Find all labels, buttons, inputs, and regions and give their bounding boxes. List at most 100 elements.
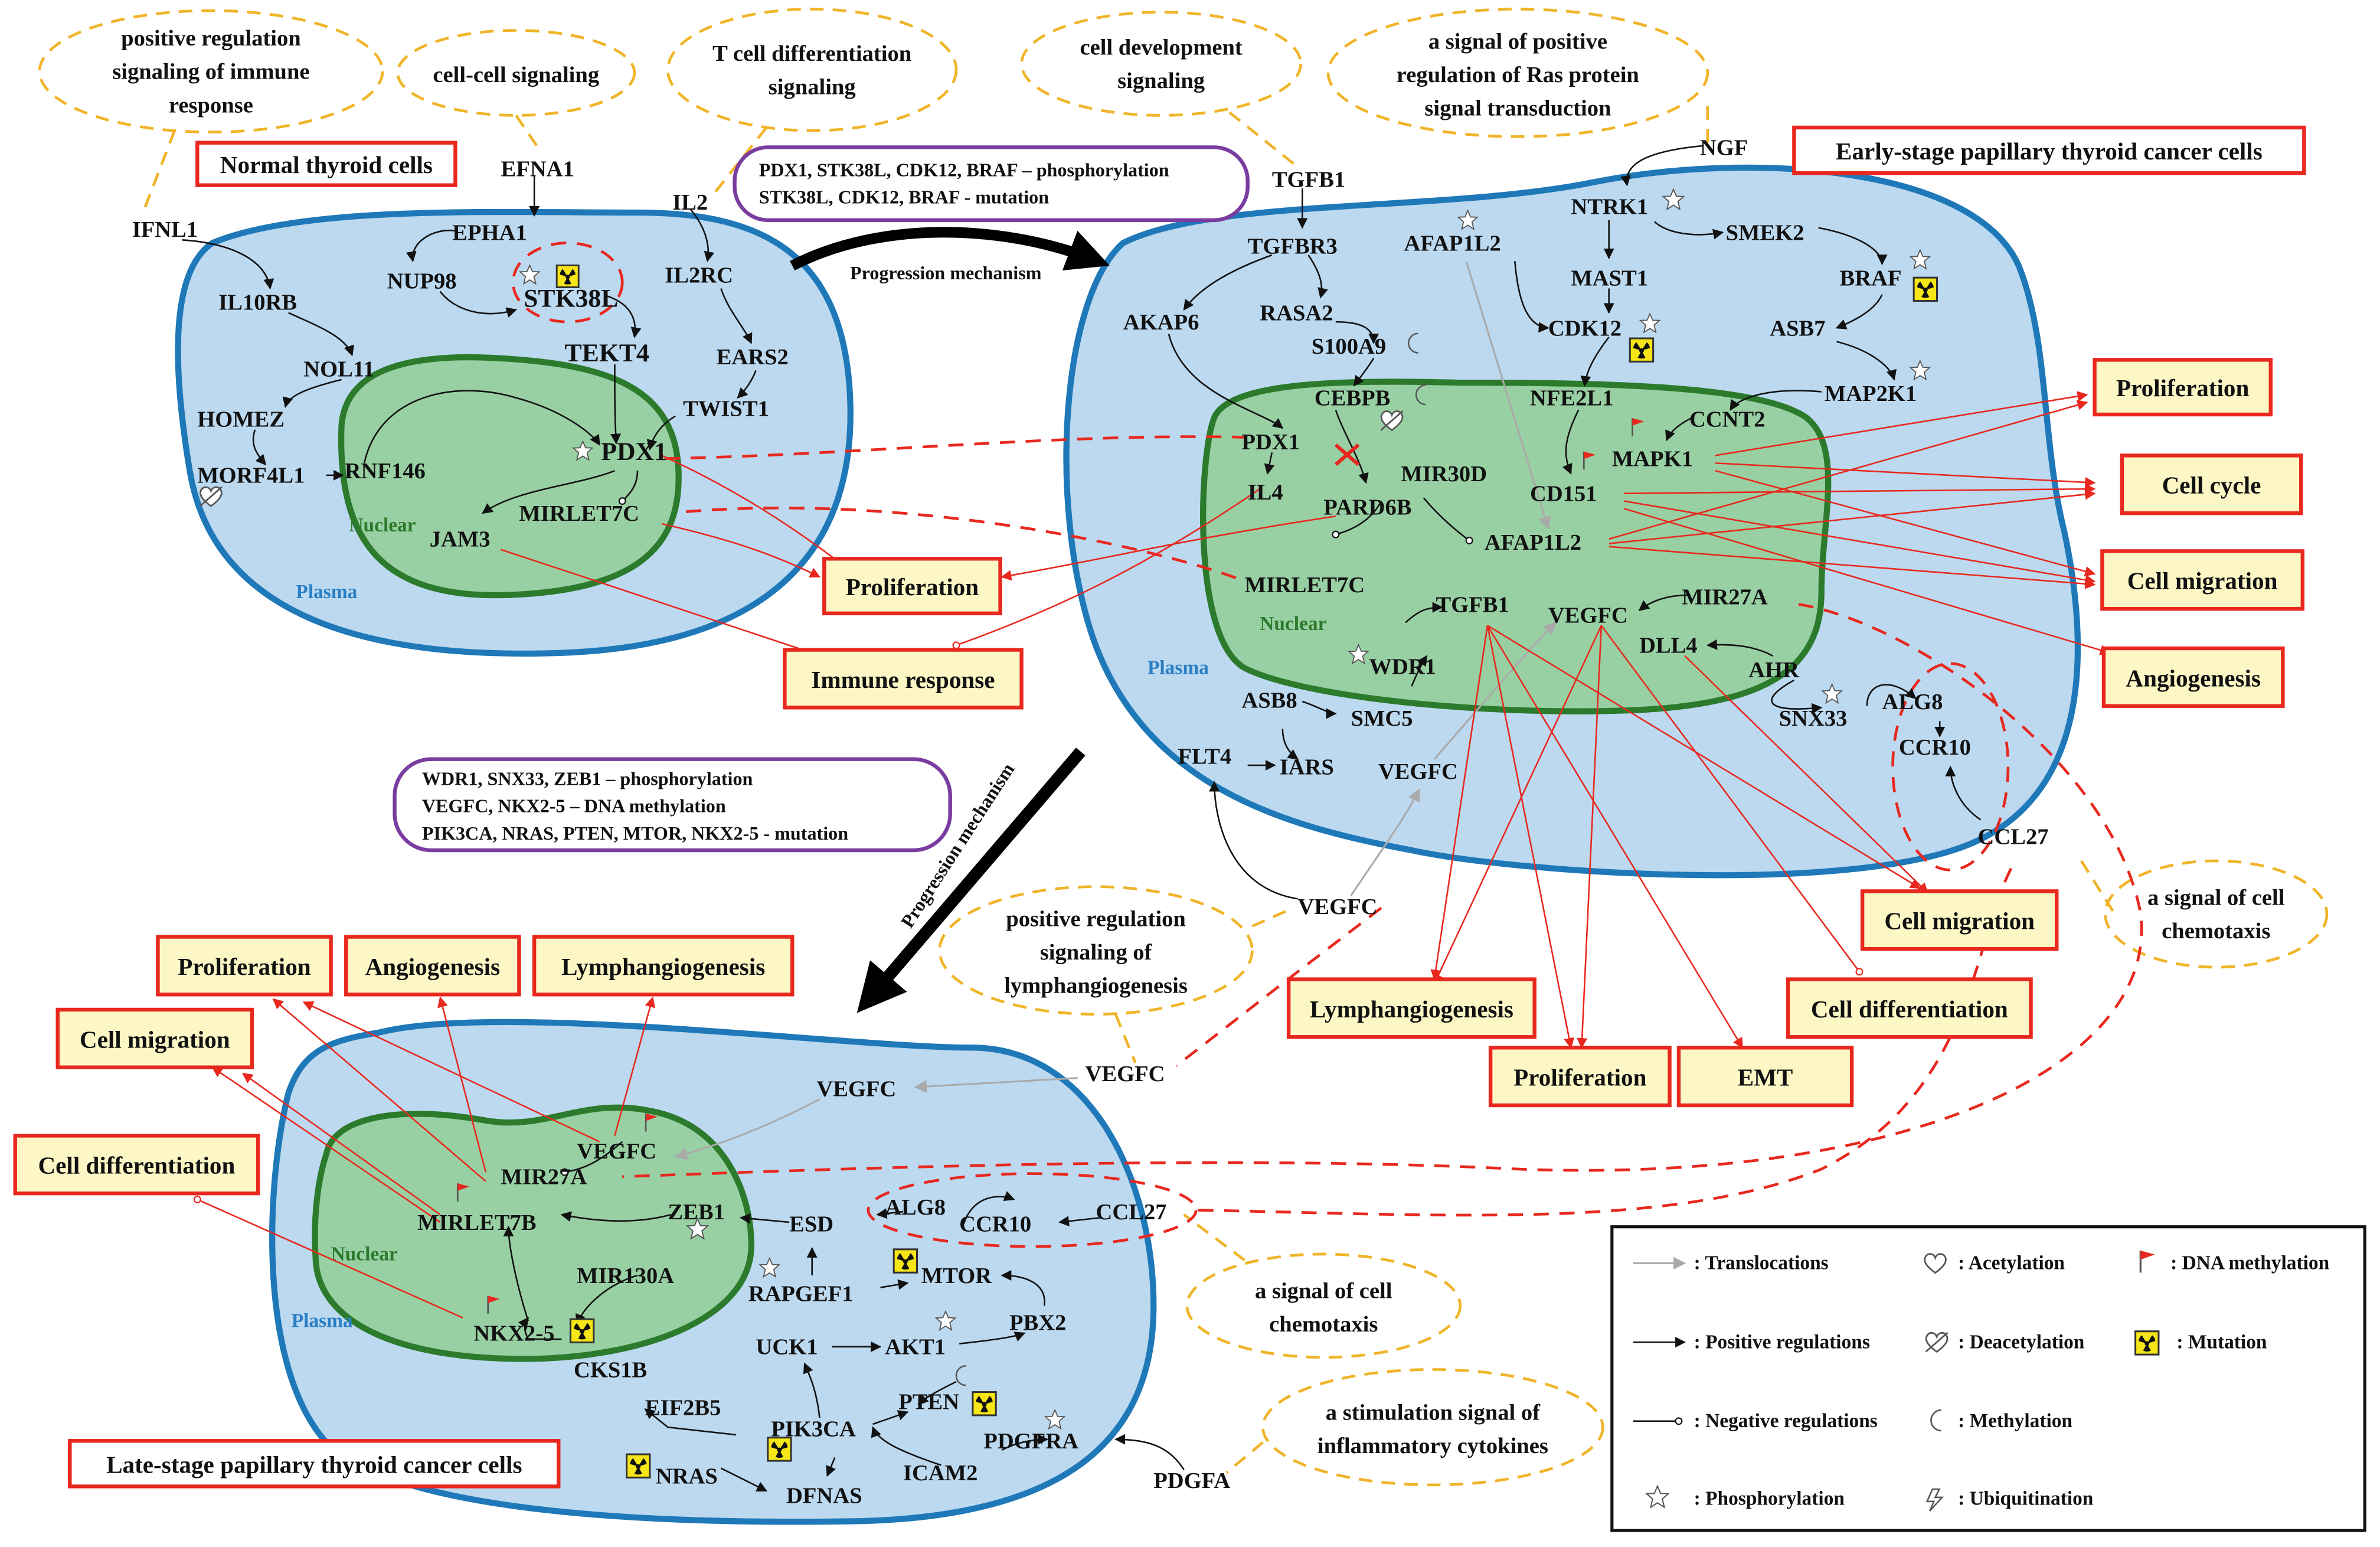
signal-immune-response: positive regulation signaling of immune … [38, 9, 384, 134]
gene-RAPGEF1: RAPGEF1 [748, 1282, 854, 1307]
mutation-icon [892, 1248, 918, 1274]
svg-text:positive regulation: positive regulation [1006, 907, 1186, 932]
nuclear-label-late: Nuclear [331, 1243, 398, 1265]
gene-AFAP1L2-plasma: AFAP1L2 [1404, 231, 1501, 256]
gene-DFNAS: DFNAS [786, 1484, 862, 1509]
svg-text:Cell differentiation: Cell differentiation [1811, 996, 2008, 1023]
gene-CCNT2: CCNT2 [1689, 407, 1766, 432]
svg-text:a signal of positive: a signal of positive [1428, 29, 1607, 54]
mir27a-link [622, 603, 2143, 1179]
gene-SMC5: SMC5 [1351, 706, 1413, 731]
svg-text:Lymphangiogenesis: Lymphangiogenesis [561, 953, 765, 980]
svg-text:Late-stage papillary thyroid c: Late-stage papillary thyroid cancer cell… [106, 1451, 522, 1478]
nucleus-late [312, 1104, 754, 1362]
signal-cell-cell: cell-cell signaling [396, 29, 636, 117]
svg-text:VEGFC, NKX2-5 – DNA methyla: VEGFC, NKX2-5 – DNA methylation [422, 795, 726, 817]
mutation-icon [767, 1437, 792, 1462]
gene-PDX1-early: PDX1 [1241, 430, 1300, 455]
svg-text:cell-cell signaling: cell-cell signaling [433, 63, 599, 87]
svg-text:positive regulation: positive regulation [121, 26, 301, 51]
gene-IL4: IL4 [1248, 480, 1283, 505]
svg-text:Early-stage papillary thyroid: Early-stage papillary thyroid cancer cel… [1836, 138, 2263, 165]
gene-NUP98: NUP98 [387, 269, 457, 294]
gene-MIR130A: MIR130A [577, 1264, 674, 1288]
normal-edges [182, 176, 846, 662]
gene-CCR10-early: CCR10 [1899, 735, 1971, 760]
gene-CD151: CD151 [1530, 482, 1597, 507]
gene-ALG8-early: ALG8 [1882, 690, 1943, 714]
signal-ras-protein: a signal of positive regulation of Ras p… [1326, 8, 1709, 138]
gene-ICAM2: ICAM2 [903, 1461, 978, 1486]
progression-arrow-2 [856, 748, 1086, 1013]
gene-IL2RC: IL2RC [665, 263, 733, 288]
signal-chemotaxis-early: a signal of cell chemotaxis [2104, 859, 2329, 969]
gene-PDGFA: PDGFA [1153, 1468, 1230, 1493]
plasma-label-normal: Plasma [296, 581, 357, 603]
early-modifications [1334, 188, 1938, 704]
gene-ASB8: ASB8 [1241, 688, 1297, 713]
outcome-normal-immune: Immune response [783, 648, 1024, 710]
svg-text:Cell cycle: Cell cycle [2162, 472, 2261, 499]
svg-text:Proliferation: Proliferation [1513, 1064, 1646, 1091]
gene-IL2: IL2 [672, 190, 708, 215]
modification-box-1: PDX1, STK38L, CDK12, BRAF – phosphorylat… [733, 145, 1250, 223]
mutation-icon [1912, 276, 1938, 302]
svg-text:: Positive regulations: : Positive regulations [1694, 1331, 1870, 1353]
late-genes: VEGFC VEGFC VEGFC MIR27A MIRLET7B ZEB1 E… [417, 1062, 1230, 1509]
gene-AKT1: AKT1 [885, 1335, 946, 1360]
gene-NOL11: NOL11 [303, 357, 374, 382]
gene-UCK1: UCK1 [756, 1335, 818, 1360]
gene-CKS1B: CKS1B [574, 1357, 647, 1382]
signal-chemotaxis-late: a signal of cell chemotaxis [1185, 1252, 1462, 1359]
plasma-label-early: Plasma [1148, 657, 1209, 679]
svg-text:cell development: cell development [1080, 35, 1243, 60]
nucleus-normal [338, 354, 682, 599]
svg-text:: Methylation: : Methylation [1958, 1410, 2072, 1432]
label-early-cells: Early-stage papillary thyroid cancer cel… [1792, 125, 2306, 175]
outcome-early-cell-cycle: Cell cycle [2120, 453, 2303, 515]
gene-MIR27A-early: MIR27A [1682, 585, 1768, 609]
svg-text:PDX1, STK38L, CDK12, BRAF – ph: PDX1, STK38L, CDK12, BRAF – phosphorylat… [759, 159, 1169, 180]
gene-EFNA1: EFNA1 [501, 156, 574, 181]
gene-S100A9: S100A9 [1312, 334, 1386, 359]
gene-VEGFC-nuclear: VEGFC [1548, 603, 1628, 628]
gene-PDGFRA: PDGFRA [983, 1429, 1078, 1454]
nuclear-label-early: Nuclear [1260, 613, 1326, 635]
mutation-icon [1629, 337, 1655, 363]
mutation-icon [555, 265, 580, 288]
late-edges [193, 996, 1185, 1492]
svg-text:signaling: signaling [1117, 68, 1205, 93]
gene-IARS: IARS [1280, 755, 1334, 779]
svg-text:a signal of cell: a signal of cell [2147, 886, 2285, 910]
gene-IL10RB: IL10RB [218, 291, 297, 315]
outcome-early-proliferation-2: Proliferation [1488, 1046, 1672, 1108]
ccr10-highlight-early [1891, 662, 2010, 872]
plasma-label-late: Plasma [292, 1310, 353, 1331]
outcome-normal-proliferation: Proliferation [822, 557, 1002, 616]
mutation-icon [2134, 1330, 2160, 1356]
inhibition-cross-icon [1334, 443, 1360, 466]
outcome-late-cell-migration: Cell migration [55, 1007, 254, 1069]
signal-cell-development: cell development signaling [1020, 11, 1303, 117]
svg-text:: Phosphorylation: : Phosphorylation [1694, 1487, 1845, 1509]
gene-NRAS: NRAS [656, 1464, 718, 1489]
svg-text:chemotaxis: chemotaxis [2162, 919, 2270, 944]
gene-VEGFC-ligand: VEGFC [1298, 895, 1378, 919]
modification-box-2: WDR1, SNX33, ZEB1 – phosphorylation VEGF… [393, 757, 952, 853]
nuclear-label-normal: Nuclear [349, 514, 416, 536]
gene-RASA2: RASA2 [1260, 301, 1333, 326]
gene-CEBPB: CEBPB [1315, 386, 1391, 411]
svg-text:signaling of: signaling of [1040, 940, 1153, 965]
gene-HOMEZ: HOMEZ [197, 407, 285, 432]
gene-MIR27A-late: MIR27A [501, 1165, 587, 1190]
gene-SMEK2: SMEK2 [1726, 220, 1804, 245]
svg-text:: Deacetylation: : Deacetylation [1958, 1331, 2085, 1353]
svg-text:T cell differentiation: T cell differentiation [712, 41, 911, 66]
svg-text:signal transduction: signal transduction [1424, 96, 1611, 120]
gene-MAPK1: MAPK1 [1612, 446, 1693, 471]
gene-ESD: ESD [789, 1212, 833, 1236]
gene-CCR10-late: CCR10 [959, 1212, 1031, 1236]
gene-NTRK1: NTRK1 [1571, 195, 1648, 220]
svg-text:: Mutation: : Mutation [2176, 1331, 2267, 1353]
